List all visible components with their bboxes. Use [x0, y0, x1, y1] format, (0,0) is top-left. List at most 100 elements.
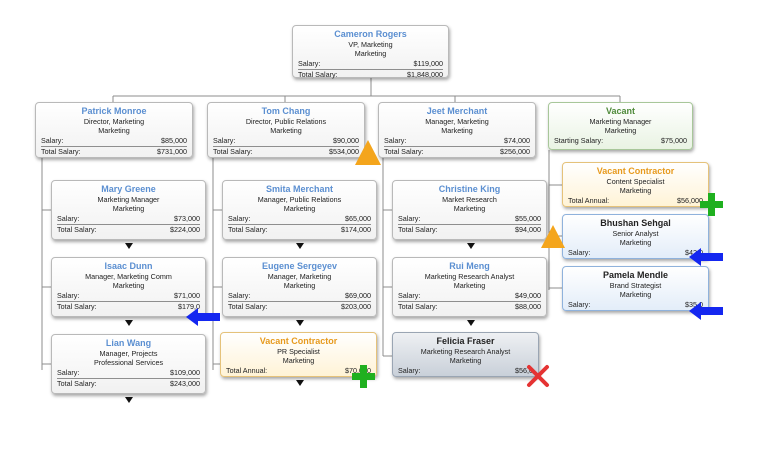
employee-name: Jeet Merchant: [426, 106, 488, 116]
department: Marketing: [441, 126, 473, 135]
department: Marketing: [270, 126, 302, 135]
job-title: Marketing Manager: [97, 195, 160, 204]
salary-value: $74,000: [504, 136, 530, 145]
arrow-left-icon[interactable]: [186, 308, 220, 331]
expand-triangle-icon[interactable]: [125, 397, 133, 403]
salary-label: Total Salary:: [57, 225, 97, 234]
warning-triangle-icon[interactable]: [541, 225, 565, 253]
job-title: Manager, Marketing: [425, 117, 489, 126]
employee-name: Isaac Dunn: [104, 261, 153, 271]
salary-value: $1,848,000: [407, 70, 443, 79]
employee-name: Smita Merchant: [265, 184, 334, 194]
salary-row: Total Salary:$88,000: [398, 301, 541, 311]
department: Marketing: [112, 204, 145, 213]
department: Marketing: [283, 281, 316, 290]
salary-value: $56,000: [677, 196, 703, 205]
department: Marketing: [619, 290, 652, 299]
salary-label: Total Salary:: [384, 147, 424, 156]
salary-label: Total Salary:: [228, 302, 268, 311]
warning-triangle-icon[interactable]: [355, 140, 381, 170]
salary-value: $94,000: [515, 225, 541, 234]
job-title: Manager, Public Relations: [257, 195, 342, 204]
salary-row: Salary:$42,0: [568, 248, 703, 257]
department: Marketing: [112, 281, 145, 290]
department: Marketing: [619, 238, 652, 247]
department: Marketing: [282, 356, 315, 365]
salary-label: Total Salary:: [57, 302, 97, 311]
plus-icon[interactable]: [700, 193, 723, 221]
salary-value: $49,000: [515, 291, 541, 300]
salary-value: $85,000: [161, 136, 187, 145]
job-title: Marketing Manager: [589, 117, 652, 126]
job-title: PR Specialist: [277, 347, 320, 356]
salary-value: $73,000: [174, 214, 200, 223]
expand-triangle-icon[interactable]: [125, 243, 133, 249]
salary-row: Total Salary: $731,000: [41, 146, 187, 156]
salary-row: Salary:$71,000: [57, 291, 200, 300]
job-title: Brand Strategist: [609, 281, 662, 290]
salary-value: $174,000: [341, 225, 371, 234]
salary-label: Salary:: [398, 366, 421, 375]
plus-icon[interactable]: [352, 365, 375, 393]
salary-value: $731,000: [157, 147, 187, 156]
arrow-left-icon[interactable]: [689, 302, 723, 325]
salary-label: Total Salary:: [41, 147, 81, 156]
salary-value: $55,000: [515, 214, 541, 223]
expand-triangle-icon[interactable]: [296, 380, 304, 386]
job-title: Senior Analyst: [612, 229, 659, 238]
remove-x-icon[interactable]: [526, 364, 550, 393]
job-title: Content Specialist: [606, 177, 665, 186]
department: Marketing: [449, 356, 482, 365]
employee-name: Cameron Rogers: [334, 29, 407, 39]
expand-triangle-icon[interactable]: [467, 243, 475, 249]
employee-name: Felicia Fraser: [436, 336, 495, 346]
salary-row: Total Salary: $179,0: [57, 301, 200, 311]
employee-name: Pamela Mendle: [602, 270, 669, 280]
employee-name: Vacant: [605, 106, 636, 116]
salary-row: Total Salary:$174,000: [228, 224, 371, 234]
employee-name: Lian Wang: [105, 338, 152, 348]
salary-label: Total Salary:: [398, 225, 438, 234]
salary-row: Total Salary: $1,848,000: [298, 69, 443, 79]
department: Marketing: [98, 126, 130, 135]
salary-label: Total Salary:: [298, 70, 338, 79]
employee-name: Bhushan Sehgal: [600, 218, 671, 228]
salary-value: $224,000: [170, 225, 200, 234]
job-title: Marketing Research Analyst: [424, 272, 515, 281]
employee-name: Vacant Contractor: [596, 166, 675, 176]
salary-value: $65,000: [345, 214, 371, 223]
salary-row: Salary:$35,0: [568, 300, 703, 309]
expand-triangle-icon[interactable]: [467, 320, 475, 326]
salary-row: Salary:$56,0: [398, 366, 533, 375]
salary-value: $71,000: [174, 291, 200, 300]
salary-value: $179,0: [178, 302, 200, 311]
expand-triangle-icon[interactable]: [296, 320, 304, 326]
expand-triangle-icon[interactable]: [125, 320, 133, 326]
department: Marketing: [453, 281, 486, 290]
department: Marketing: [354, 49, 387, 58]
job-title: Manager, Projects: [99, 349, 158, 358]
salary-row: Salary:$109,000: [57, 368, 200, 377]
arrow-left-icon[interactable]: [689, 248, 723, 271]
salary-label: Salary:: [568, 300, 591, 309]
salary-row: Total Salary:$256,000: [384, 146, 530, 156]
expand-triangle-icon[interactable]: [296, 243, 304, 249]
